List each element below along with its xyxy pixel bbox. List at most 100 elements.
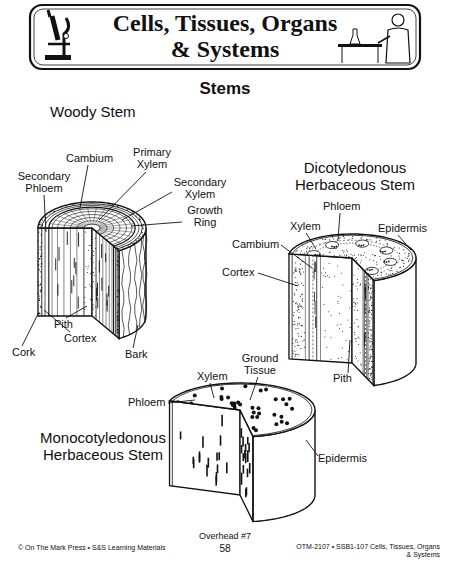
vascular-strand (192, 457, 194, 464)
stipple-dot (346, 250, 347, 251)
stipple-dot (117, 296, 118, 297)
stipple-dot (302, 300, 303, 301)
tissue-boundary (57, 228, 58, 316)
stem-top (38, 202, 146, 251)
stipple-dot (358, 268, 359, 269)
stipple-dot (296, 271, 297, 272)
stipple-dot (336, 275, 337, 276)
stipple-dot (313, 270, 314, 271)
stipple-dot (372, 350, 373, 351)
stipple-dot (371, 310, 372, 311)
stipple-dot (250, 406, 254, 410)
stipple-dot (329, 277, 330, 278)
stipple-dot (295, 264, 296, 265)
stipple-dot (403, 260, 404, 261)
stipple-dot (93, 251, 94, 252)
stipple-dot (338, 296, 339, 297)
stipple-dot (369, 361, 370, 362)
stipple-dot (40, 246, 41, 247)
stipple-dot (298, 309, 299, 310)
stipple-dot (386, 273, 387, 274)
stipple-dot (306, 251, 307, 252)
stipple-dot (95, 268, 96, 269)
stipple-dot (298, 284, 299, 285)
vascular-strand (364, 303, 365, 314)
vascular-strand (55, 258, 56, 270)
stipple-dot (40, 256, 41, 257)
stipple-dot (142, 226, 143, 227)
stipple-dot (354, 332, 355, 333)
bark-ridge (143, 235, 146, 323)
vascular-strand (96, 288, 97, 301)
tissue-lines (292, 254, 320, 361)
stipple-dot (63, 248, 64, 249)
vascular-strand (217, 464, 219, 473)
stipple-dot (349, 308, 350, 309)
stipple-dot (371, 310, 372, 311)
stipple-dot (118, 289, 119, 290)
stipple-dot (325, 276, 326, 277)
dicot-stem (289, 234, 416, 386)
tissue-boundary (76, 228, 77, 316)
stipple-dot (38, 284, 39, 285)
stipple-dot (98, 252, 99, 253)
stipple-dot (369, 358, 370, 359)
stipple-dot (358, 337, 359, 338)
stipple-dot (387, 244, 388, 245)
stipple-dot (62, 207, 63, 208)
stem-heading: Dicotyledonous Herbaceous Stem (280, 160, 430, 193)
stipple-dot (371, 297, 372, 298)
stipple-dot (295, 341, 296, 342)
stipple-dot (295, 267, 296, 268)
tissue-boundary (63, 228, 64, 316)
tissue-boundary (362, 269, 363, 374)
stipple-dot (371, 361, 372, 362)
stipple-dot (294, 312, 295, 313)
stipple-dot (372, 254, 373, 255)
stipple-dot (301, 258, 302, 259)
stipple-dot (295, 269, 296, 270)
stipple-dot (118, 266, 119, 267)
vascular-strand (74, 258, 75, 268)
wood-ray (70, 231, 88, 246)
stipple-dot (131, 243, 132, 244)
stipple-dot (401, 259, 402, 260)
vascular-bundle (307, 251, 320, 258)
stipple-dot (40, 307, 41, 308)
stipple-dot (310, 247, 311, 248)
vascular-strand (314, 292, 315, 302)
stipple-dot (402, 260, 403, 261)
stipple-dot (295, 339, 296, 340)
stipple-dot (95, 248, 96, 249)
tissue-boundary (111, 245, 112, 333)
part-label: Bark (125, 348, 155, 360)
stipple-dot (346, 255, 347, 256)
stipple-dot (300, 273, 301, 274)
stipple-dot (403, 249, 404, 250)
stipple-dot (389, 270, 390, 271)
bark-ridge (134, 243, 137, 331)
leader-line (122, 192, 172, 220)
stipple-dot (329, 252, 330, 253)
stipple-dot (358, 254, 359, 255)
stipple-dot (302, 298, 303, 299)
stipple-dot (118, 291, 119, 292)
stipple-dot (375, 277, 376, 278)
vascular-strand (108, 286, 109, 297)
stipple-dot (370, 375, 371, 376)
stipple-dot (353, 275, 354, 276)
stipple-dot (371, 334, 372, 335)
stipple-dot (259, 389, 263, 393)
part-label: Pith (54, 318, 84, 330)
tissue-lines (363, 269, 373, 384)
tissue-boundary (364, 271, 365, 376)
vascular-strand (202, 436, 204, 447)
wood-ray (100, 224, 134, 228)
stipple-dot (353, 302, 354, 303)
part-label: Pith (333, 372, 363, 384)
stipple-dot (117, 329, 118, 330)
stipple-dot (299, 272, 300, 273)
stipple-dot (86, 266, 87, 267)
stipple-dot (302, 268, 303, 269)
stipple-dot (343, 236, 344, 237)
